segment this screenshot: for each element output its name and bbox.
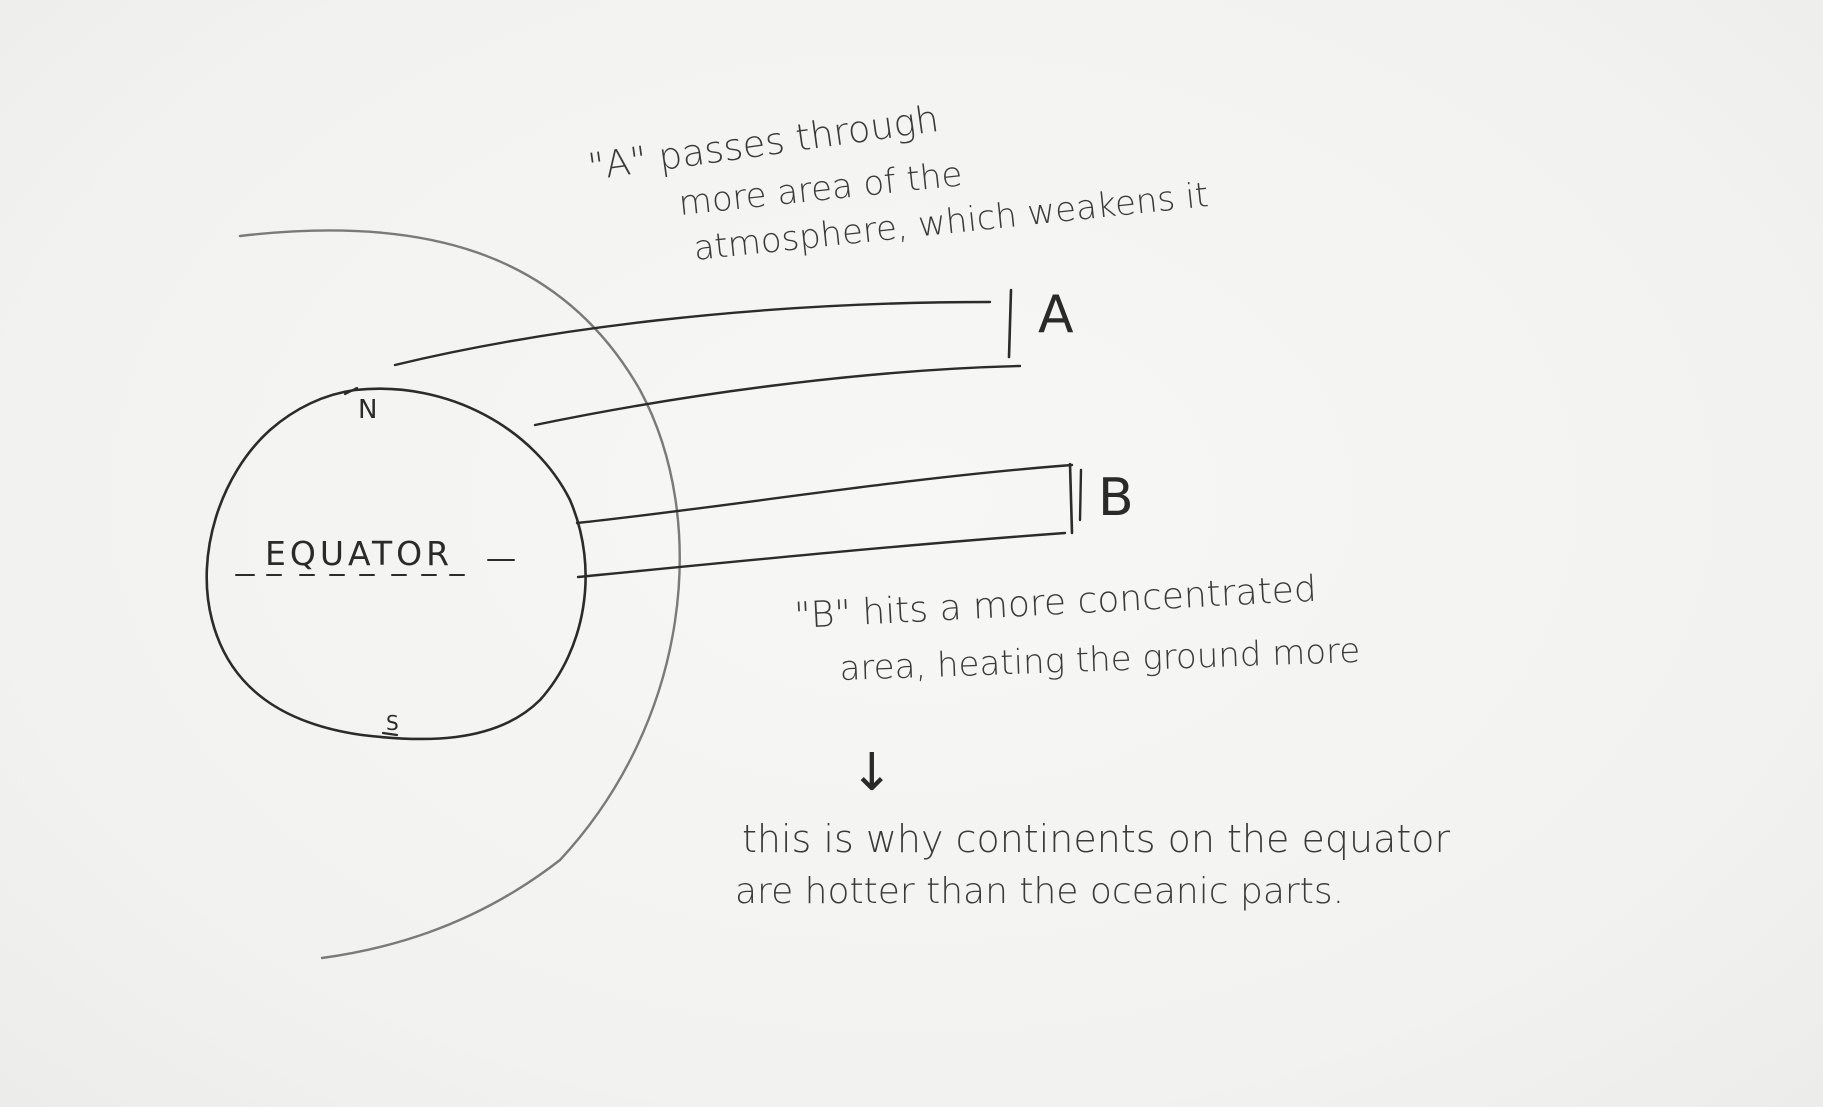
ray-a-end: [1007, 288, 1013, 359]
ray-b-label: B: [1098, 468, 1134, 528]
ray-a-lower: [533, 364, 1022, 427]
south-label: S: [386, 711, 399, 735]
south-tick: [381, 731, 399, 737]
equator-line: [235, 559, 515, 576]
ray-a-label: A: [1038, 285, 1074, 345]
down-arrow-icon: ↓: [850, 743, 894, 803]
note-b-line-2: area, heating the ground more: [839, 631, 1361, 689]
ray-b-tick: [1078, 468, 1083, 522]
earth-circle: [205, 387, 587, 741]
north-tick: [343, 386, 359, 396]
ray-b-upper: [575, 463, 1074, 525]
ray-b-lower: [576, 531, 1067, 579]
ray-a-upper: [393, 300, 992, 367]
atmosphere-arc: [238, 229, 681, 960]
equator-label: EQUATOR: [265, 534, 453, 573]
north-label: N: [358, 395, 377, 425]
ray-b-end: [1068, 462, 1074, 535]
conclusion-line-2: are hotter than the oceanic parts.: [735, 871, 1344, 912]
conclusion-line-1: this is why continents on the equator: [742, 817, 1450, 861]
note-b-line-1: "B" hits a more concentrated: [793, 569, 1317, 637]
